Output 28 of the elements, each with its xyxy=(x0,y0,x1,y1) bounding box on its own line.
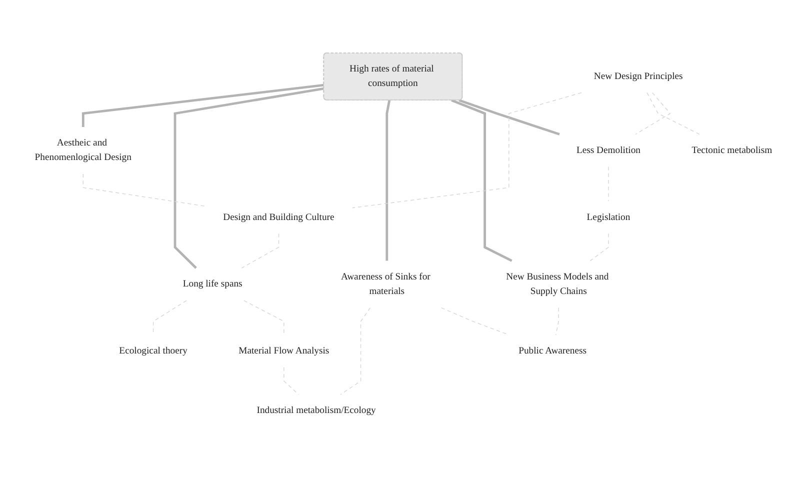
connector xyxy=(174,87,324,269)
node-text: Aestheic and Phenomenlogical Design xyxy=(34,138,132,163)
node-text: Less Demolition xyxy=(576,145,640,156)
connector xyxy=(241,233,280,268)
node-text: Tectonic metabolism xyxy=(692,145,772,156)
node-text: New Design Principles xyxy=(594,71,683,82)
connector xyxy=(555,307,559,336)
node-text: Long life spans xyxy=(182,278,242,290)
connector xyxy=(386,100,391,261)
node-text: Material Flow Analysis xyxy=(238,346,330,356)
node-text: Design and Building Culture xyxy=(223,212,334,222)
node-text: Ecological thoery xyxy=(119,346,188,356)
connector xyxy=(451,99,512,262)
node-text: Awareness of Sinks for materials xyxy=(341,272,430,296)
connector xyxy=(608,166,609,202)
connector xyxy=(458,99,560,136)
connector xyxy=(590,233,609,262)
node-text: Public Awareness xyxy=(518,346,587,356)
node-text: Industrial metabolism/Ecology xyxy=(256,405,376,416)
connector xyxy=(82,174,206,207)
connector xyxy=(82,84,324,128)
node-text: New Business Models and Supply Chains xyxy=(506,272,609,296)
connector xyxy=(284,367,299,395)
connector xyxy=(340,307,371,395)
node-text: Legislation xyxy=(586,212,630,222)
connector xyxy=(244,300,284,336)
connector xyxy=(646,92,700,135)
connector xyxy=(352,92,582,208)
